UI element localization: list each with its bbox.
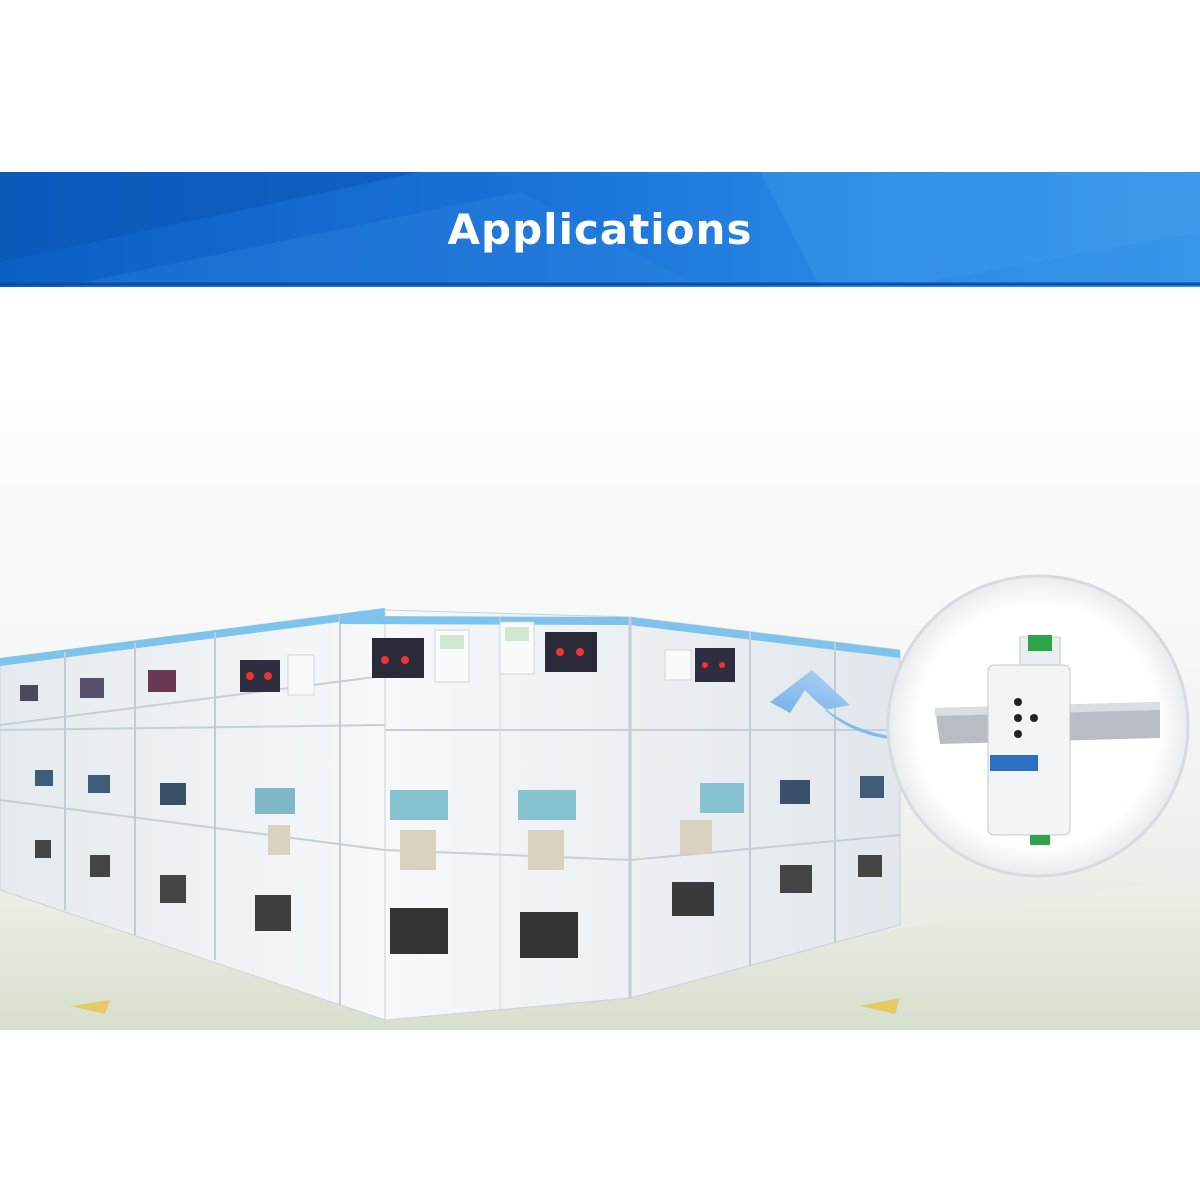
curved-arrow-icon bbox=[770, 670, 965, 740]
cabinet-row-right bbox=[340, 609, 901, 1021]
device-callout bbox=[886, 574, 1190, 878]
floor bbox=[0, 875, 1200, 1030]
banner-texture bbox=[0, 172, 1200, 287]
applications-banner: Applications bbox=[0, 172, 1200, 287]
switchgear-room-scene bbox=[0, 330, 1200, 1030]
banner-title: Applications bbox=[447, 205, 753, 254]
